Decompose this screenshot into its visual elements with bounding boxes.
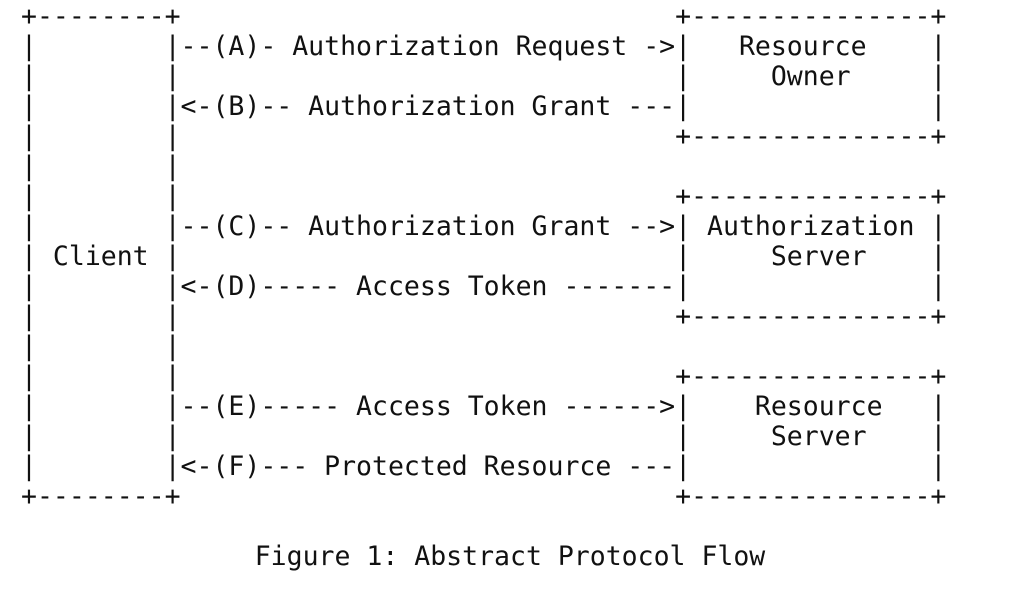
diagram-line: | | bbox=[21, 331, 181, 362]
diagram-line: | |<-(F)--- Protected Resource ---| | bbox=[21, 451, 947, 482]
diagram-line: | | +---------------+ bbox=[21, 121, 947, 152]
diagram-line: | |--(C)-- Authorization Grant -->| Auth… bbox=[21, 211, 947, 242]
diagram-line: | Client | | Server | bbox=[21, 241, 947, 272]
diagram-line: | |--(A)- Authorization Request ->| Reso… bbox=[21, 31, 947, 62]
diagram-line: | |<-(B)-- Authorization Grant ---| | bbox=[21, 91, 947, 122]
diagram-line: | | +---------------+ bbox=[21, 301, 947, 332]
diagram-line: | | +---------------+ bbox=[21, 361, 947, 392]
diagram-line: | | | Owner | bbox=[21, 61, 947, 92]
diagram-line: | |--(E)----- Access Token ------>| Reso… bbox=[21, 391, 947, 422]
diagram-line: | | +---------------+ bbox=[21, 181, 947, 212]
diagram-line: | | bbox=[21, 151, 181, 182]
diagram-line: | | | Server | bbox=[21, 421, 947, 452]
figure-caption: Figure 1: Abstract Protocol Flow bbox=[254, 541, 766, 572]
diagram-line: +--------+ +---------------+ bbox=[21, 1, 947, 32]
protocol-flow-diagram: +--------+ +---------------+| |--(A)- Au… bbox=[21, 2, 1001, 602]
diagram-line: | |<-(D)----- Access Token -------| | bbox=[21, 271, 947, 302]
diagram-line: +--------+ +---------------+ bbox=[21, 481, 947, 512]
